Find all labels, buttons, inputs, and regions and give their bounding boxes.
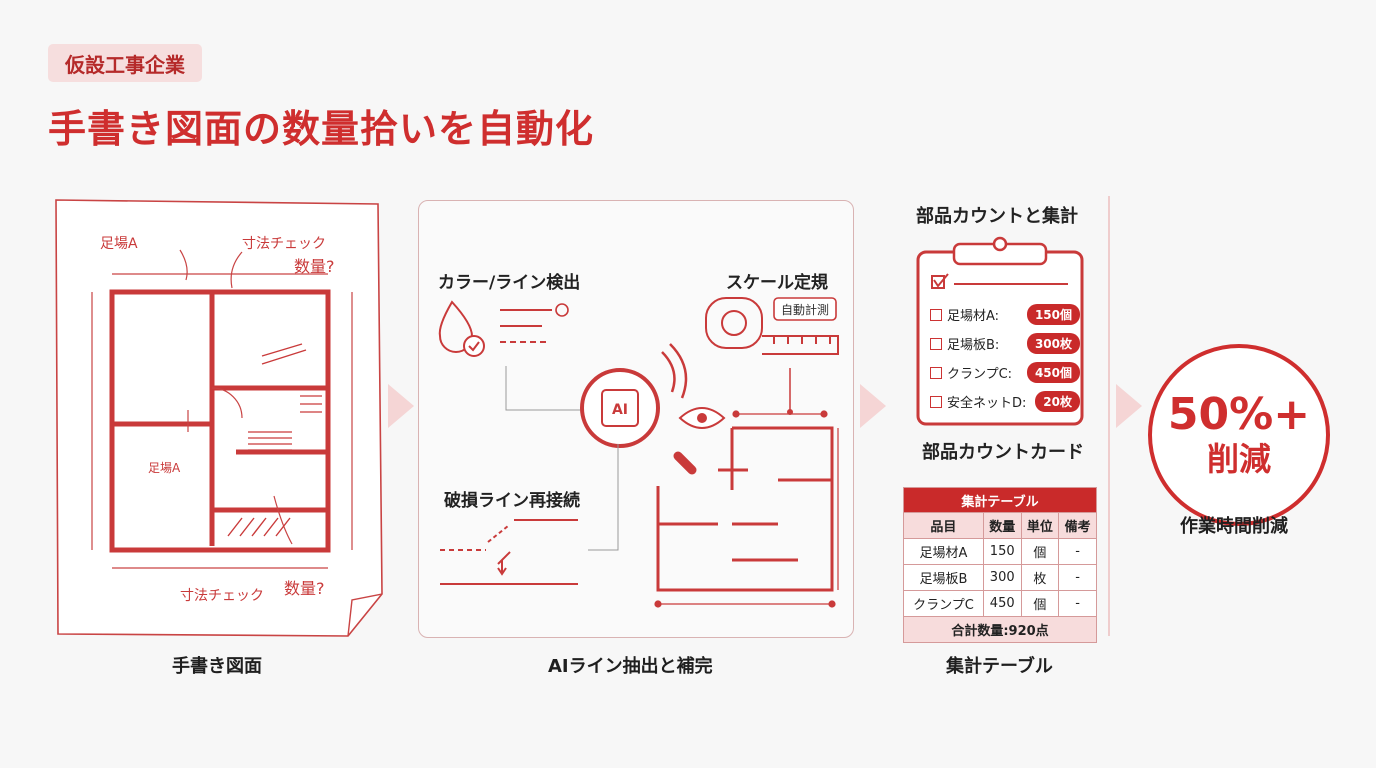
note-dim-check-top: 寸法チェック	[242, 236, 326, 252]
part-count: 450個	[1026, 362, 1080, 383]
section-divider	[1108, 196, 1110, 636]
parts-list: 足場材A: 150個 足場板B: 300枚 クランプC: 450個 安全ネットD…	[930, 300, 1080, 416]
hand-drawn-floor-plan: 足場A 寸法チェック 数量? 足場A 寸法チェック 数量?	[55, 199, 383, 637]
checkbox-icon[interactable]	[930, 366, 942, 379]
cell-note: -	[1058, 590, 1097, 617]
note-qty-bottom: 数量?	[284, 579, 325, 598]
col-header: 備考	[1058, 512, 1097, 539]
ai-chip-label: AI	[612, 402, 628, 418]
checkbox-icon[interactable]	[930, 308, 942, 321]
cell-item: 足場材A	[903, 538, 984, 565]
summary-table: 集計テーブル 品目 数量 単位 備考 足場材A 150 個 - 足場板B 300…	[903, 487, 1097, 643]
cell-qty: 150	[982, 538, 1022, 565]
scale-label: スケール定規	[726, 273, 828, 293]
color-line-label: カラー/ライン検出	[438, 273, 581, 293]
auto-measure-tag: 自動計測	[781, 302, 829, 317]
cell-qty: 450	[982, 590, 1022, 617]
part-count: 300枚	[1026, 333, 1080, 354]
col-header: 品目	[903, 512, 984, 539]
ai-panel-graphics: 自動計測 AI	[438, 297, 839, 608]
cell-qty: 300	[982, 564, 1022, 591]
note-scaffold-a: 足場A	[100, 236, 138, 252]
note-dim-check-bottom: 寸法チェック	[180, 588, 264, 604]
summary-table-title: 集計テーブル	[903, 487, 1097, 513]
ai-magnifier-icon	[580, 343, 697, 475]
cell-item: 足場板B	[903, 564, 984, 591]
drawing-caption: 手書き図面	[172, 656, 262, 677]
part-count: 150個	[1026, 304, 1080, 325]
col-header: 単位	[1020, 512, 1060, 539]
list-item: 足場材A: 150個	[930, 300, 1080, 329]
list-item: クランプC: 450個	[930, 358, 1080, 387]
part-count: 20枚	[1035, 391, 1080, 412]
page-title: 手書き図面の数量拾いを自動化	[48, 107, 595, 151]
flow-arrow-3	[1116, 384, 1142, 428]
company-tag: 仮設工事企業	[48, 44, 202, 82]
ai-panel-caption: AIライン抽出と補完	[548, 656, 713, 677]
cell-unit: 枚	[1020, 564, 1060, 591]
flow-arrow-2	[860, 384, 886, 428]
flow-arrow-1	[388, 384, 414, 428]
cell-note: -	[1058, 538, 1097, 565]
droplet-icon	[438, 300, 474, 353]
summary-total: 合計数量:920点	[903, 616, 1097, 643]
checkbox-checked-icon	[931, 273, 949, 289]
cell-item: クランプC	[903, 590, 984, 617]
reduction-value: 50%+	[1167, 389, 1311, 440]
list-item: 安全ネットD: 20枚	[930, 387, 1080, 416]
note-scaffold-a-inner: 足場A	[148, 461, 181, 475]
part-label: 足場板B:	[947, 338, 1000, 353]
parts-card-caption: 部品カウントカード	[922, 442, 1084, 463]
table-row: クランプC 450 個 -	[903, 590, 1097, 617]
cell-unit: 個	[1020, 590, 1060, 617]
repair-label: 破損ライン再接続	[444, 491, 580, 511]
list-item: 足場板B: 300枚	[930, 329, 1080, 358]
cell-unit: 個	[1020, 538, 1060, 565]
checkbox-icon[interactable]	[930, 395, 942, 408]
result-caption: 作業時間削減	[1180, 516, 1288, 537]
col-header: 数量	[982, 512, 1022, 539]
part-label: クランプC:	[947, 367, 1013, 382]
parts-heading: 部品カウントと集計	[916, 206, 1078, 227]
cell-note: -	[1058, 564, 1097, 591]
checkbox-icon[interactable]	[930, 337, 942, 350]
table-row: 足場板B 300 枚 -	[903, 564, 1097, 591]
extracted-floor-plan	[656, 426, 834, 592]
part-label: 安全ネットD:	[947, 396, 1027, 411]
note-qty-top: 数量?	[294, 257, 335, 276]
tape-measure-icon	[705, 297, 839, 355]
check-icon	[555, 303, 569, 317]
summary-caption: 集計テーブル	[946, 656, 1053, 677]
reduction-label: 削減	[1206, 440, 1271, 478]
reduction-badge: 50%+ 削減	[1148, 344, 1330, 526]
eye-icon	[678, 407, 726, 429]
table-row: 足場材A 150 個 -	[903, 538, 1097, 565]
check-circle-icon	[463, 335, 485, 357]
part-label: 足場材A:	[947, 309, 1000, 324]
